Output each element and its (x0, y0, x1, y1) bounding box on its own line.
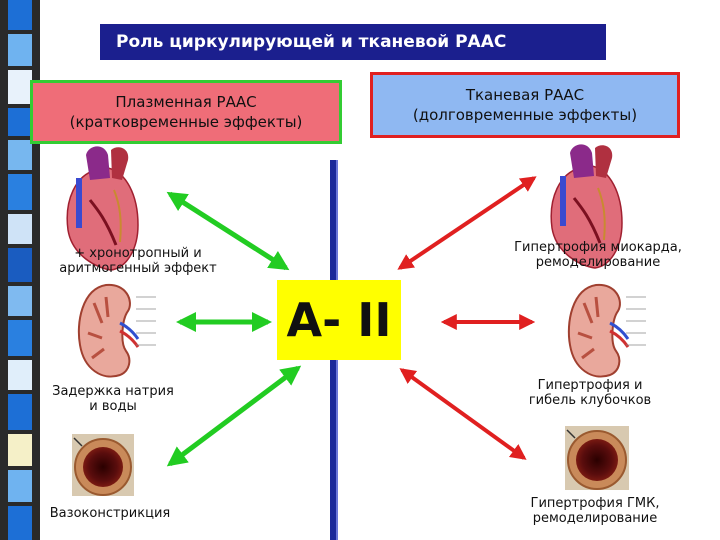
effect-label-chronotropic: + хронотропный и аритмогенный эффект (40, 246, 236, 276)
slide-title: Роль циркулирующей и тканевой РААС (100, 24, 606, 60)
tissue-raas-title: Тканевая РААС (465, 86, 585, 104)
tissue-raas-box: Тканевая РААС (долговременные эффекты) (370, 72, 680, 138)
tissue-raas-subtitle: (долговременные эффекты) (412, 106, 638, 124)
green-arrow-heart (166, 191, 290, 271)
heart-icon (550, 144, 623, 269)
effect-label-line: + хронотропный и (74, 246, 202, 261)
green-arrow-vessel (166, 365, 302, 467)
plasma-raas-subtitle: (кратковременные эффекты) (69, 113, 303, 131)
center-divider-top (330, 160, 336, 280)
kidney-icon (567, 283, 646, 378)
effect-label-myocardial-hypertrophy: Гипертрофия миокарда, ремоделирование (496, 240, 700, 270)
effect-label-vasoconstriction: Вазоконстрикция (30, 506, 190, 521)
effect-label-line: Гипертрофия и (537, 378, 643, 393)
effect-label-line: гибель клубочков (528, 393, 652, 408)
heart-icon (66, 146, 139, 271)
plasma-raas-title: Плазменная РААС (115, 93, 257, 111)
center-divider-bottom (330, 360, 336, 540)
artery-cross-section-icon (72, 434, 134, 496)
kidney-icon (77, 283, 156, 378)
effect-label-line: Задержка натрия (52, 384, 174, 399)
effect-label-smc-hypertrophy: Гипертрофия ГМК, ремоделирование (500, 496, 690, 526)
center-divider-top-highlight (336, 160, 338, 280)
effect-label-sodium-retention: Задержка натрия и воды (38, 384, 188, 414)
effect-label-line: Вазоконстрикция (49, 506, 171, 521)
effect-label-line: ремоделирование (535, 255, 661, 270)
plasma-raas-box: Плазменная РААС (кратковременные эффекты… (30, 80, 342, 144)
effect-label-line: Гипертрофия ГМК, (530, 496, 660, 511)
effect-label-line: ремоделирование (532, 511, 658, 526)
angiotensin-ii-label: A- II (277, 280, 401, 360)
effect-label-glomerular-hypertrophy: Гипертрофия и гибель клубочков (500, 378, 680, 408)
effect-label-line: аритмогенный эффект (59, 261, 217, 276)
effect-label-line: Гипертрофия миокарда, (514, 240, 682, 255)
red-arrow-heart (397, 176, 537, 270)
center-divider-bottom-highlight (336, 360, 338, 540)
artery-cross-section-icon (565, 426, 629, 490)
effect-label-line: и воды (89, 399, 137, 414)
red-arrow-vessel (399, 368, 527, 460)
